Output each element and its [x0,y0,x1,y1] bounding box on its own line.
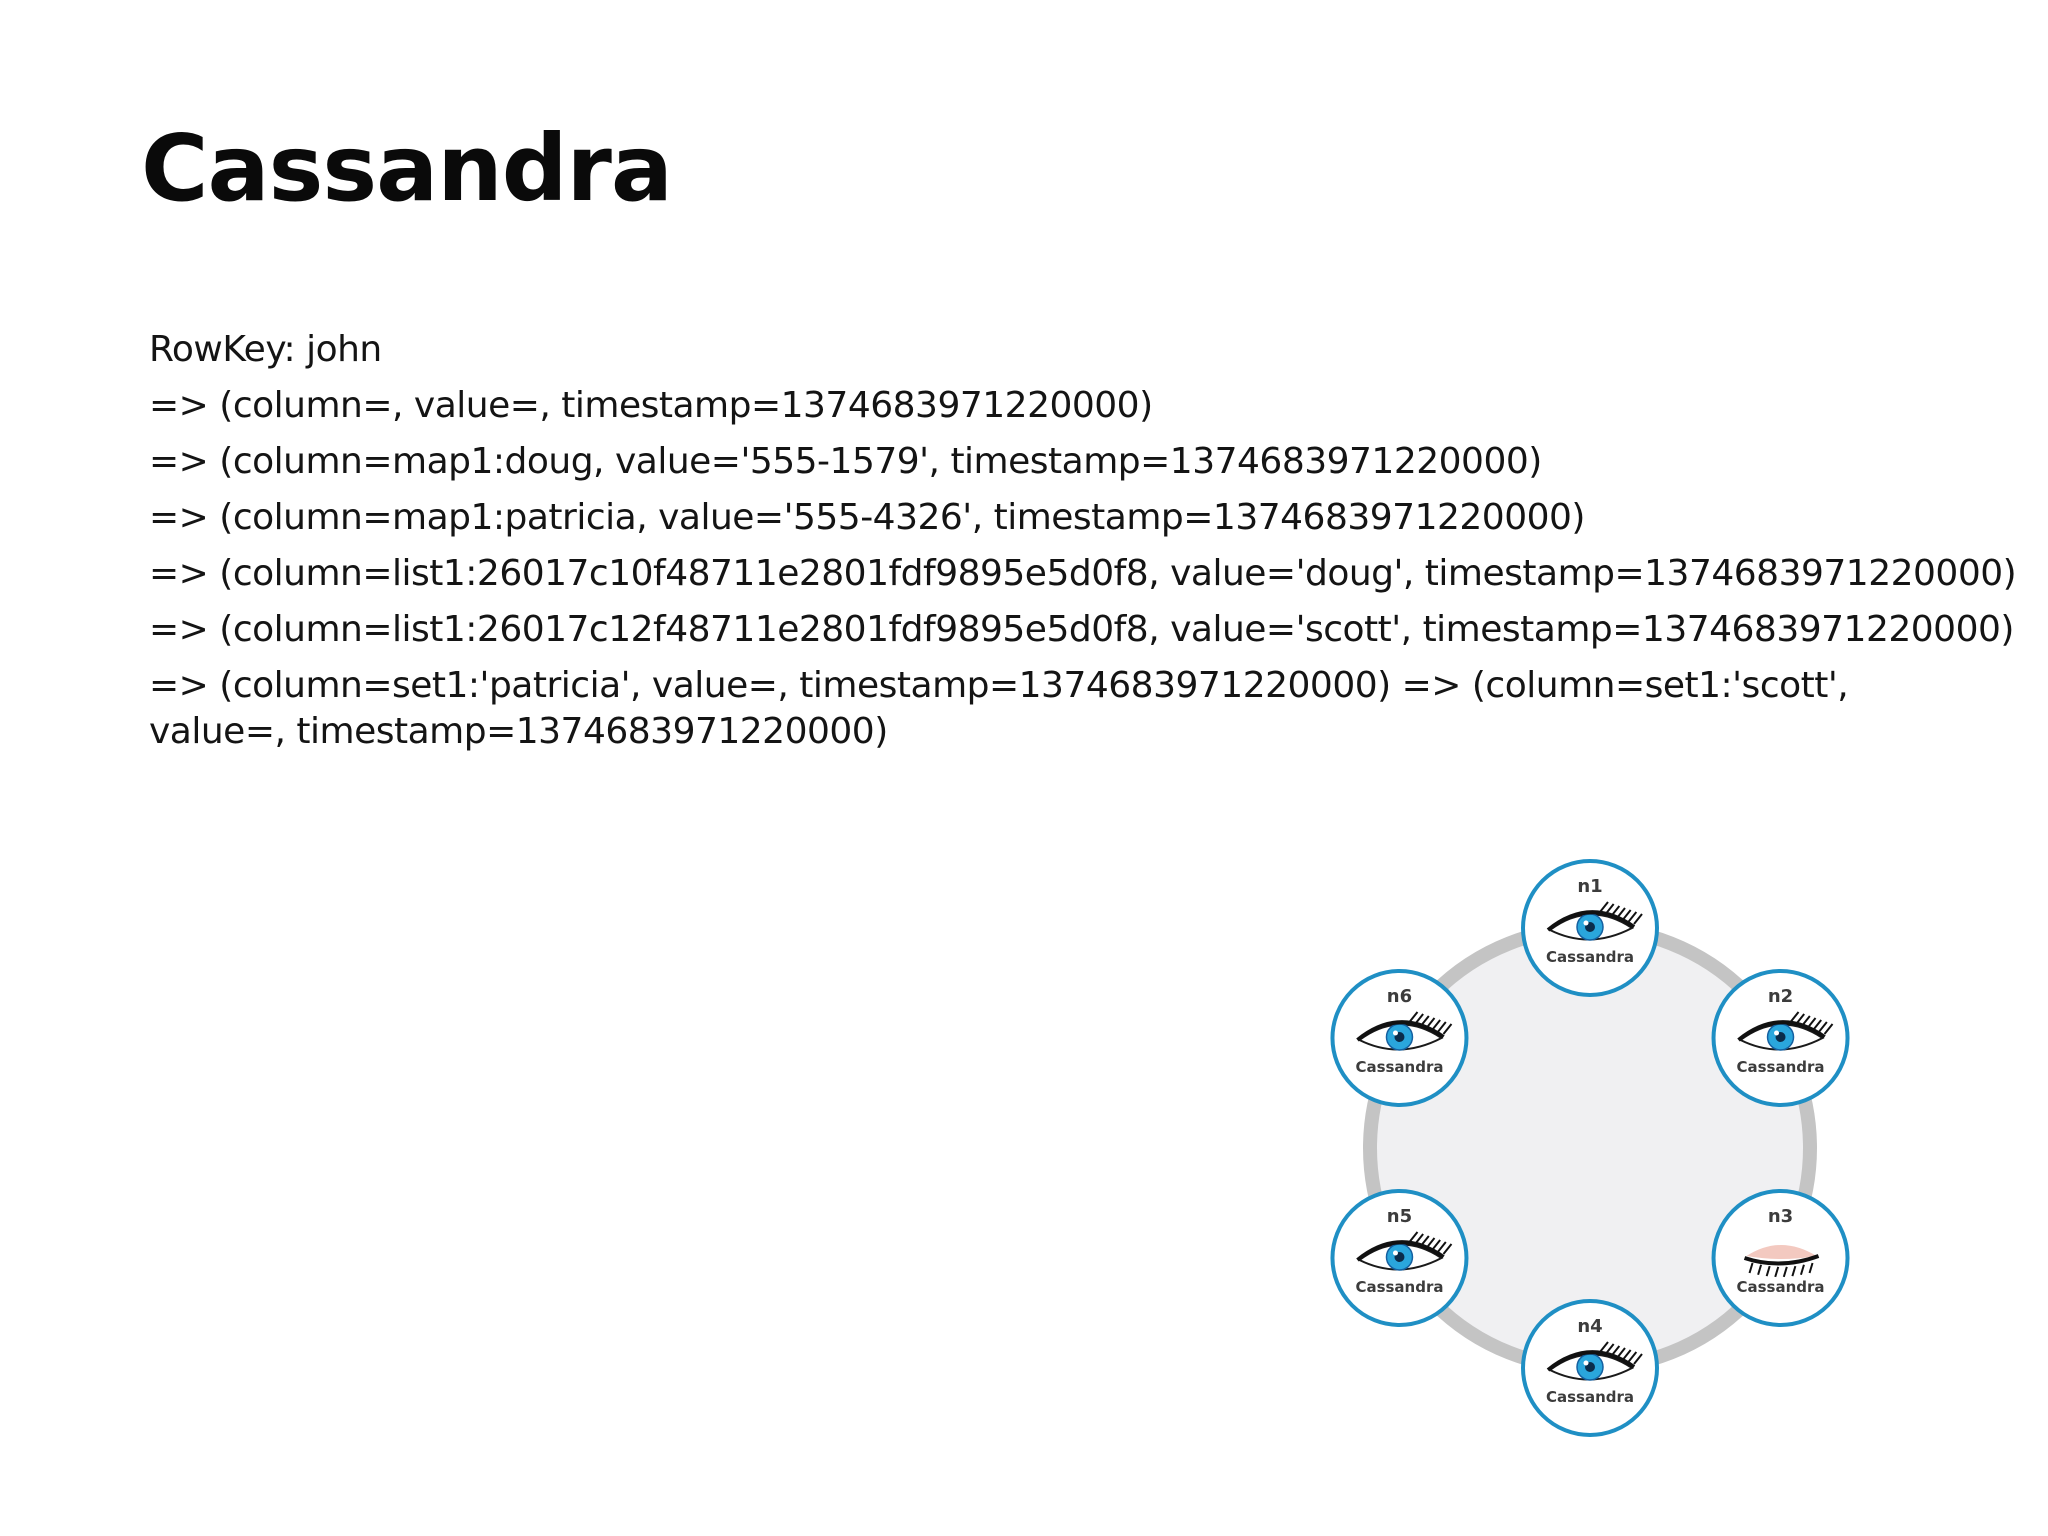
open-eye-icon [1356,1231,1453,1271]
node-id-label: n5 [1387,1206,1412,1227]
closed-eye-icon [1743,1245,1820,1278]
row-data-block: RowKey: john => (column=, value=, timest… [149,327,2017,765]
row-key-line: RowKey: john [149,329,382,370]
node-id-label: n3 [1768,1206,1793,1227]
column-entry: => (column=map1:doug, value='555-1579', … [149,441,1542,482]
open-eye-icon [1546,901,1643,941]
open-eye-icon [1737,1011,1834,1051]
ring-svg: n1Cassandran2Cassandran3Cassandran4Cassa… [1330,859,1850,1437]
column-entry: => (column=map1:patricia, value='555-432… [149,497,1585,538]
column-entry: => (column=, value=, timestamp=137468397… [149,385,1153,426]
slide-title: Cassandra [141,115,673,222]
column-entry: => (column=list1:26017c12f48711e2801fdf9… [149,609,2014,650]
column-entry: => (column=set1:'patricia', value=, time… [149,665,1849,752]
open-eye-icon [1356,1011,1453,1051]
node-brand-label: Cassandra [1737,1278,1825,1296]
node-id-label: n6 [1387,986,1412,1007]
node-brand-label: Cassandra [1546,1388,1634,1406]
open-eye-icon [1546,1341,1643,1381]
node-id-label: n2 [1768,986,1793,1007]
node-brand-label: Cassandra [1546,948,1634,966]
node-id-label: n4 [1577,1316,1602,1337]
node-brand-label: Cassandra [1737,1058,1825,1076]
node-id-label: n1 [1577,876,1602,897]
column-entry: => (column=list1:26017c10f48711e2801fdf9… [149,553,2017,594]
ring-fill [1370,928,1810,1368]
node-brand-label: Cassandra [1355,1058,1443,1076]
node-brand-label: Cassandra [1355,1278,1443,1296]
